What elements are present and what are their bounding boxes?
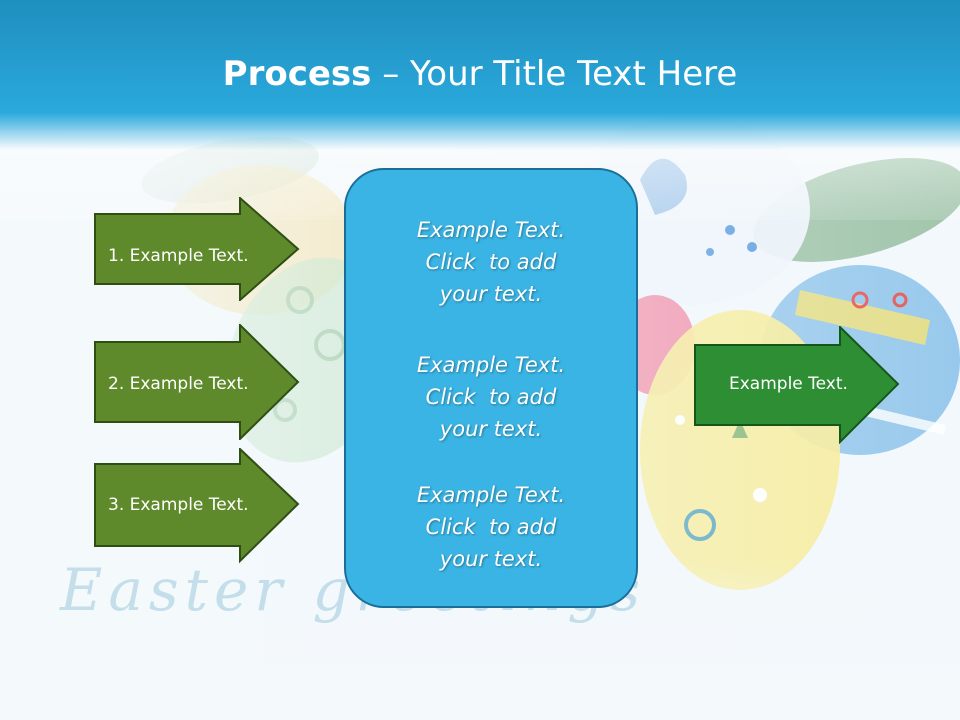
center-text-block-2: Example Text. Click to add your text. bbox=[346, 349, 636, 445]
block-3-line-3: your text. bbox=[439, 547, 543, 571]
block-1-line-2: Click to add bbox=[425, 250, 557, 274]
block-1-line-3: your text. bbox=[439, 282, 543, 306]
block-3-line-2: Click to add bbox=[425, 515, 557, 539]
arrow-label-3: 3. Example Text. bbox=[108, 495, 249, 515]
arrow-label-1: 1. Example Text. bbox=[108, 246, 249, 266]
title-bold-text: Process bbox=[222, 54, 372, 94]
arrow-shape-2[interactable] bbox=[94, 324, 300, 440]
block-2-line-3: your text. bbox=[439, 417, 543, 441]
arrow-shape-right[interactable] bbox=[694, 326, 900, 444]
block-1-line-1: Example Text. bbox=[416, 218, 566, 242]
title-rest-text: Your Title Text Here bbox=[410, 54, 738, 94]
center-text-box[interactable]: Example Text. Click to add your text. Ex… bbox=[344, 168, 638, 608]
slide-title[interactable]: Process – Your Title Text Here bbox=[0, 52, 960, 96]
arrow-label-right: Example Text. bbox=[729, 374, 848, 394]
arrow-shape-1[interactable] bbox=[94, 197, 300, 301]
arrow-label-2: 2. Example Text. bbox=[108, 374, 249, 394]
block-2-line-1: Example Text. bbox=[416, 353, 566, 377]
arrow-shape-3[interactable] bbox=[94, 448, 300, 564]
block-2-line-2: Click to add bbox=[425, 385, 557, 409]
center-text-block-3: Example Text. Click to add your text. bbox=[346, 479, 636, 575]
title-bar bbox=[0, 0, 960, 150]
block-3-line-1: Example Text. bbox=[416, 483, 566, 507]
title-dash: – bbox=[371, 54, 411, 94]
center-text-block-1: Example Text. Click to add your text. bbox=[346, 214, 636, 310]
